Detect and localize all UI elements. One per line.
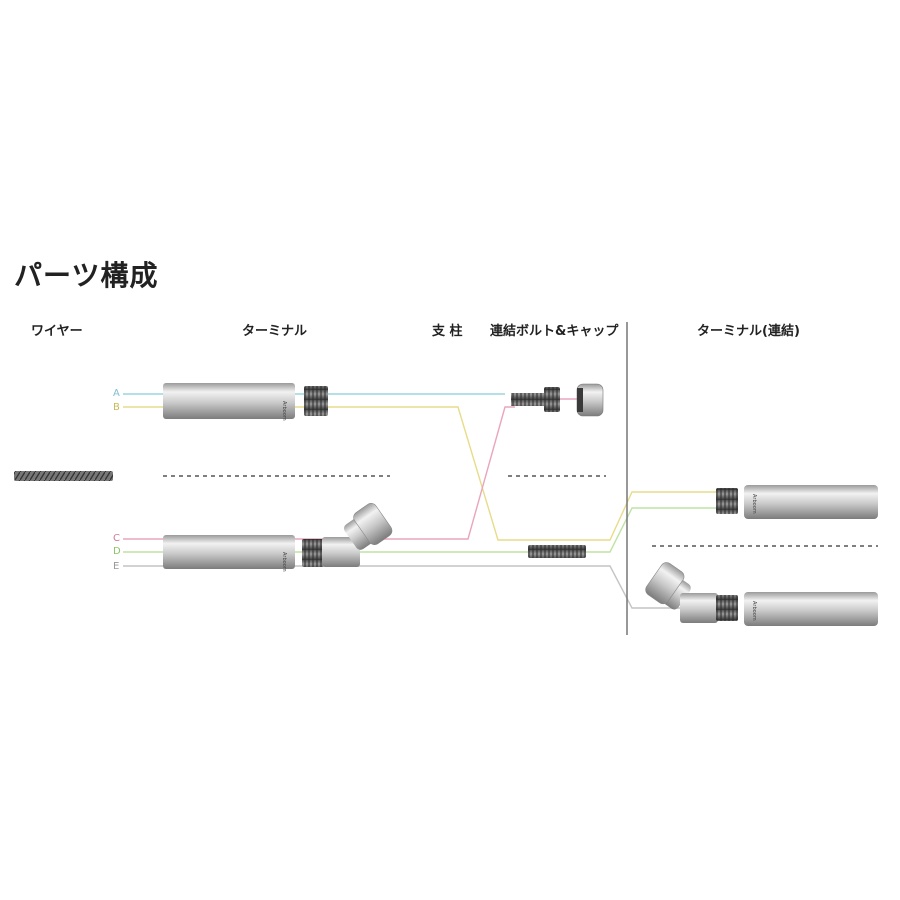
wire-label-d: D	[113, 546, 121, 557]
header-terminal-connect: ターミナル(連結)	[697, 324, 800, 339]
wire-label-b: B	[113, 402, 120, 413]
terminal-icon: Arboom	[716, 485, 878, 519]
header-terminal: ターミナル	[242, 324, 308, 339]
cap-icon	[576, 383, 604, 417]
brand-mark: Arboom	[751, 494, 757, 514]
bolt-icon	[511, 387, 560, 412]
header-wire: ワイヤー	[31, 324, 83, 339]
swivel-terminal-icon: Arboom	[163, 503, 393, 572]
wire-label-e: E	[113, 561, 120, 572]
wire-coil-icon	[14, 471, 113, 481]
header-post: 支 柱	[432, 324, 463, 339]
wire-label-a: A	[113, 388, 120, 399]
connection-lines	[123, 393, 718, 609]
brand-mark: Arboom	[281, 552, 287, 572]
line-b	[123, 406, 718, 541]
line-d	[123, 507, 718, 553]
brand-mark: Arboom	[751, 601, 757, 621]
line-c	[123, 406, 515, 540]
brand-mark: Arboom	[281, 401, 287, 421]
swivel-terminal-icon: Arboom	[645, 562, 878, 626]
terminal-icon: Arboom	[163, 383, 328, 421]
line-e	[123, 565, 680, 609]
page-title: パーツ構成	[14, 259, 159, 292]
header-bolt-cap: 連結ボルト&キャップ	[490, 324, 619, 339]
set-screw-icon	[528, 545, 586, 558]
wire-label-c: C	[113, 533, 120, 544]
